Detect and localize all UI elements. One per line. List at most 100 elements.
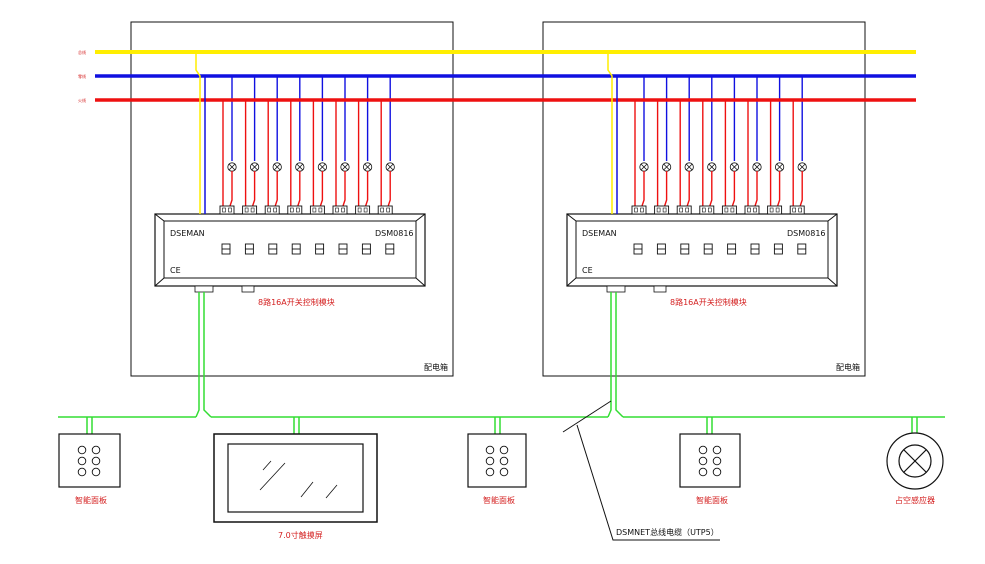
terminal-screw [769, 207, 774, 213]
bus-label-signal: 总线 [78, 49, 86, 55]
terminal-screw [312, 207, 317, 213]
terminal-screw [341, 207, 345, 213]
channel-led [291, 243, 301, 255]
lamp-icon [272, 162, 282, 172]
aux-port [241, 285, 255, 293]
channel-led [221, 243, 231, 255]
smart-panel-3[interactable] [679, 433, 741, 488]
load-wire [342, 171, 346, 207]
lamp-icon [362, 162, 373, 172]
terminal-body [355, 205, 371, 215]
bus-port [194, 285, 214, 293]
terminal-screw [724, 207, 729, 213]
terminal-body [721, 205, 737, 215]
device-label-touch-screen: 7.0寸触摸屏 [278, 530, 323, 540]
terminal [264, 205, 280, 215]
channel-led [361, 243, 371, 255]
signal-drop-2 [607, 52, 613, 214]
panel-button [77, 445, 87, 455]
terminal-body [654, 205, 670, 215]
smart-panel-2[interactable] [467, 433, 527, 488]
terminal-screw [707, 207, 712, 213]
lamp-icon [684, 162, 694, 172]
terminal [242, 205, 258, 215]
terminal-screw [679, 207, 684, 213]
load-wire [641, 171, 645, 207]
lamp-cross [296, 163, 304, 171]
device-label-panel-2: 智能面板 [483, 495, 515, 505]
bus-label-live: 火线 [78, 97, 86, 103]
panel-button [712, 456, 722, 466]
channel-led [727, 243, 737, 255]
terminal-body [676, 205, 692, 215]
module-model: DSM0816 [375, 229, 414, 238]
bus-port [606, 285, 626, 293]
terminal-body [744, 205, 760, 215]
terminal-screw [380, 207, 385, 213]
cable-tick [562, 400, 612, 433]
signal-drop-1 [195, 52, 201, 214]
terminal-body [789, 205, 805, 215]
lamp-cross [753, 163, 761, 171]
lamp-icon [295, 162, 305, 172]
panel-button [77, 456, 87, 466]
terminal-screw [662, 207, 667, 213]
terminal [654, 205, 670, 215]
module-brand: DSEMAN [170, 229, 205, 238]
channel-led [656, 243, 666, 255]
six-button-panel-icon [77, 445, 101, 477]
lamp-cross [776, 163, 783, 171]
channel-led [773, 243, 783, 255]
smart-panel-1[interactable] [58, 433, 121, 488]
distribution-cabinet-2 [542, 21, 866, 377]
load-wire [754, 171, 758, 207]
lamp-cross [273, 163, 281, 171]
touch-screen[interactable] [213, 433, 378, 523]
lamp-cross [663, 163, 670, 171]
lamp-icon [250, 162, 260, 172]
terminal-screw [273, 207, 278, 213]
terminal [699, 205, 715, 215]
terminal-screw [747, 207, 751, 213]
load-wire [663, 171, 668, 207]
lamp-cross [640, 163, 648, 171]
lamp-icon [707, 162, 717, 172]
terminal [744, 205, 760, 215]
terminal-body [309, 205, 325, 215]
terminal [721, 205, 737, 215]
terminal-screw [295, 207, 300, 213]
lamp-icon [317, 162, 327, 172]
lamp-cross [685, 163, 693, 171]
load-wire [297, 171, 301, 207]
terminal [676, 205, 692, 215]
terminal-screw [244, 207, 249, 213]
load-wire [251, 171, 256, 207]
lamp-icon [639, 162, 649, 172]
cable-leader [576, 424, 720, 541]
panel-button [698, 467, 708, 477]
cable-label: DSMNET总线电缆（UTP5） [616, 527, 719, 537]
distribution-cabinet-1 [130, 21, 454, 377]
terminal-screw [634, 207, 638, 213]
terminal [332, 205, 348, 215]
load-wire [709, 171, 713, 207]
terminal-body [242, 205, 258, 215]
terminal-screw [775, 207, 780, 213]
terminal-body [219, 205, 235, 215]
channel-indicators [221, 243, 395, 255]
module-caption-1: 8路16A开关控制模块 [258, 297, 335, 307]
terminal-screw [228, 207, 232, 213]
lamp-cross [364, 163, 371, 171]
terminal-body [264, 205, 280, 215]
terminal-screw [640, 207, 644, 213]
panel-button [485, 445, 495, 455]
lamp-icon [661, 162, 672, 172]
terminal [287, 205, 303, 215]
terminal-screw [656, 207, 661, 213]
occupancy-sensor[interactable] [886, 432, 944, 490]
terminal [767, 205, 783, 215]
lamp-icon [227, 162, 237, 172]
load-wire [319, 171, 324, 207]
terminal-body [332, 205, 348, 215]
